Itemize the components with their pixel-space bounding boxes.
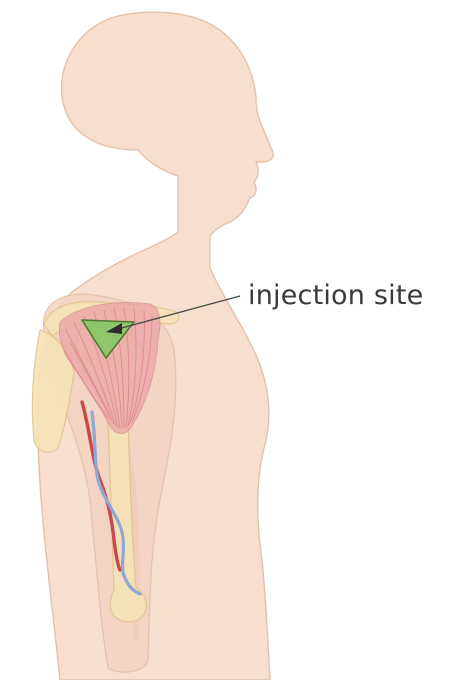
injection-site-label: injection site	[248, 279, 423, 313]
